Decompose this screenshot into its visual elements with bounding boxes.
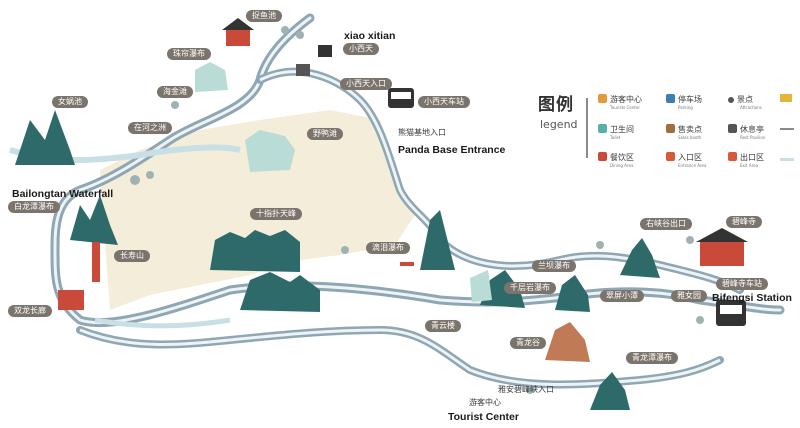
legend-title: 图例: [538, 95, 574, 115]
tag-lanbai: 兰坝瀑布: [532, 260, 576, 272]
tag-yeyatan: 野鸭滩: [307, 128, 343, 140]
tag-qingyun: 青云楼: [425, 320, 461, 332]
toilet-icon: [598, 124, 607, 133]
label-bifengsi: Bifengsi Station: [712, 292, 792, 304]
tag-shuangji: 双龙长廊: [8, 305, 52, 317]
bus-icons: [388, 88, 746, 326]
tag-shizhi: 十指扑天峰: [250, 208, 302, 220]
attraction-icon: [728, 97, 734, 103]
label-xiao-xitian: xiao xitian: [344, 30, 396, 42]
dining-icon: [598, 152, 607, 161]
tag-haijin: 海金滩: [157, 86, 193, 98]
tag-xiaoxitian-station: 小西天车站: [418, 96, 470, 108]
label-tourist-center: Tourist Center: [448, 411, 519, 423]
tag-qinglonggu: 青龙谷: [510, 337, 546, 349]
legend-divider: [586, 98, 588, 158]
lower-road: [76, 325, 724, 389]
tag-yayuan: 雅女园: [671, 290, 707, 302]
tag-xiaoxitian-entry: 小西天入口: [340, 78, 392, 90]
tag-youyu-exit: 右峡谷出口: [640, 218, 692, 230]
pavilions: [58, 18, 748, 310]
tag-changshou: 长寿山: [114, 250, 150, 262]
tag-zhuoyuchi: 捉鱼池: [246, 10, 282, 22]
tag-dilong: 滴泪瀑布: [366, 242, 410, 254]
parking-icon: [666, 94, 675, 103]
legend-title-en: legend: [540, 118, 578, 131]
tag-qianceng: 千层岩瀑布: [504, 282, 556, 294]
tag-cuiping: 翠屏小潭: [600, 290, 644, 302]
label-tourist-cn: 游客中心: [469, 398, 501, 407]
entrance-icon: [666, 152, 675, 161]
tag-zaihe: 在河之洲: [128, 122, 172, 134]
exit-icon: [728, 152, 737, 161]
tag-zhuzhu: 珠帘瀑布: [167, 48, 211, 60]
tourist-center-icon: [598, 94, 607, 103]
rest-pavilion-icon: [728, 124, 737, 133]
tag-biyusi-station: 碧峰寺车站: [716, 278, 768, 290]
label-panda-base: Panda Base Entrance: [398, 144, 506, 156]
label-bailongtan: Bailongtan Waterfall: [12, 188, 114, 200]
sales-booth-icon: [666, 124, 675, 133]
tag-biyusi: 碧峰寺: [726, 216, 762, 228]
tag-qinglongtan: 青龙潭瀑布: [626, 352, 678, 364]
label-pandabase-cn: 熊猫基地入口: [398, 128, 446, 137]
tag-xiaoxitian: 小西天: [343, 43, 379, 55]
legend-swatches: [780, 94, 794, 161]
tag-nvshenchi: 女娲池: [52, 96, 88, 108]
trees: [130, 26, 704, 394]
label-entry: 雅安碧峰峡入口: [498, 385, 554, 394]
tag-bailongtan: 白龙潭瀑布: [8, 201, 60, 213]
